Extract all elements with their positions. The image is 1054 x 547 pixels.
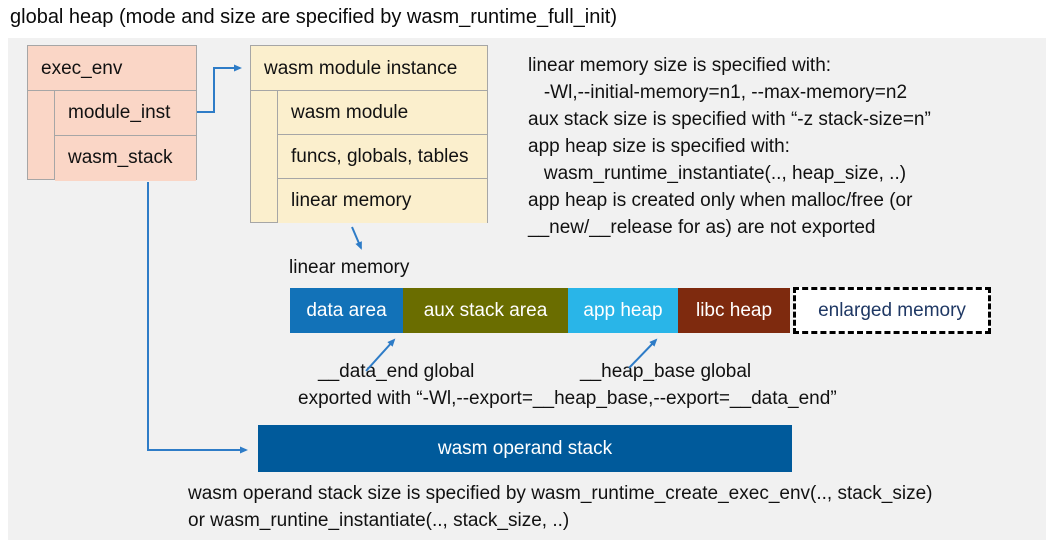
exported-with-label: exported with “-Wl,--export=__heap_base,… (298, 388, 837, 409)
note-line: wasm_runtime_instantiate(.., heap_size, … (528, 163, 907, 184)
diagram-title: global heap (mode and size are specified… (10, 6, 617, 28)
note-line: app heap is created only when malloc/fre… (528, 190, 913, 211)
wasm-operand-stack-label: wasm operand stack (437, 437, 613, 459)
linear-memory-label: linear memory (289, 257, 410, 278)
segment-libc-heap: libc heap (678, 288, 790, 333)
row-linear-memory: linear memory (278, 179, 487, 223)
note-line: or wasm_runtine_instantiate(.., stack_si… (188, 510, 570, 531)
segment-data-area: data area (290, 288, 403, 333)
note-line: -Wl,--initial-memory=n1, --max-memory=n2 (528, 82, 908, 103)
segment-aux-stack-area: aux stack area (403, 288, 568, 333)
exec-env-rows: module_inst wasm_stack (54, 91, 196, 181)
wasm-module-instance-rows: wasm module funcs, globals, tables linea… (277, 91, 487, 223)
exec-env-header: exec_env (28, 46, 196, 91)
row-wasm-module: wasm module (278, 91, 487, 135)
wasm-operand-stack-bar: wasm operand stack (258, 425, 792, 472)
data-end-global-label: __data_end global (318, 361, 475, 382)
segment-app-heap: app heap (568, 288, 678, 333)
heap-base-global-label: __heap_base global (580, 361, 752, 382)
wasm-module-instance-header: wasm module instance (251, 46, 487, 91)
segment-enlarged-memory: enlarged memory (793, 287, 991, 334)
note-line: app heap size is specified with: (528, 136, 790, 157)
row-funcs-globals-tables: funcs, globals, tables (278, 135, 487, 179)
linear-memory-notes: linear memory size is specified with: -W… (528, 52, 1043, 241)
note-line: __new/__release for as) are not exported (528, 217, 876, 238)
exec-env-row-module-inst: module_inst (55, 91, 196, 136)
exec-env-row-wasm-stack: wasm_stack (55, 136, 196, 181)
note-line: wasm operand stack size is specified by … (188, 483, 933, 504)
exec-env-box: exec_env module_inst wasm_stack (27, 45, 197, 181)
note-line: linear memory size is specified with: (528, 55, 832, 76)
note-line: aux stack size is specified with “-z sta… (528, 109, 931, 130)
operand-stack-notes: wasm operand stack size is specified by … (188, 480, 933, 534)
enlarged-memory-label: enlarged memory (818, 299, 966, 321)
wasm-module-instance-box: wasm module instance wasm module funcs, … (250, 45, 488, 223)
